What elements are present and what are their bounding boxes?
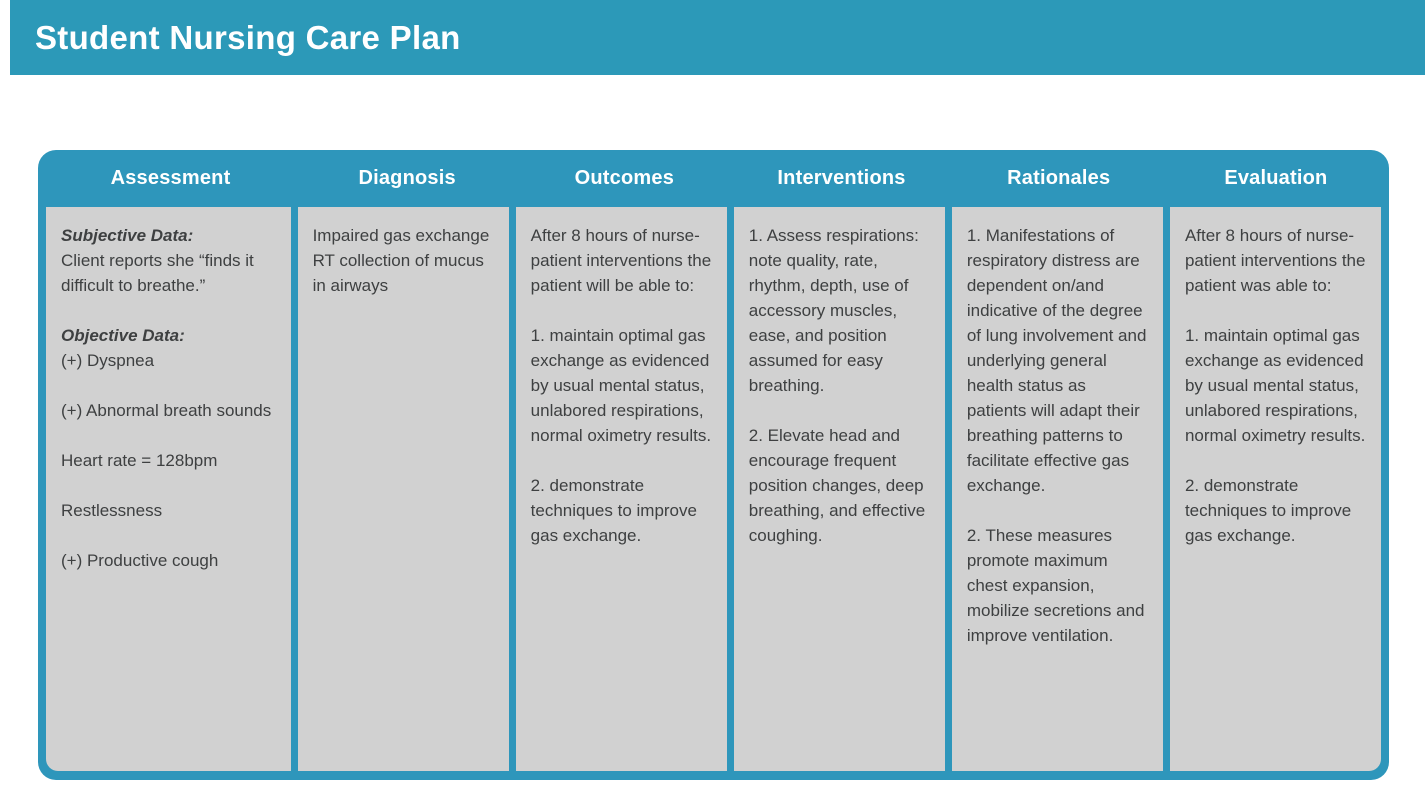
cell-paragraph: Impaired gas exchange RT collection of m… [313,223,494,298]
table-header-row: Assessment Diagnosis Outcomes Interventions… [38,150,1389,207]
paragraph-text: Heart rate = 128bpm [61,451,218,470]
cell-paragraph: 1. maintain optimal gas exchange as evid… [1185,323,1366,448]
cell-paragraph: 2. These measures promote maximum chest … [967,523,1148,648]
paragraph-text: Client reports she “finds it difficult t… [61,251,254,295]
header-cell-assessment: Assessment [110,167,231,189]
cell-paragraph: 2. demonstrate techniques to improve gas… [1185,473,1366,548]
cell-paragraph: (+) Abnormal breath sounds [61,398,276,423]
column-cell-rationales: 1. Manifestations of respiratory distres… [951,207,1163,771]
column-cell-diagnosis: Impaired gas exchange RT collection of m… [297,207,509,771]
page-title: Student Nursing Care Plan [35,18,461,56]
cell-paragraph: 2. Elevate head and encourage frequent p… [749,423,930,548]
paragraph-text: After 8 hours of nurse-patient intervent… [530,226,712,295]
header-cell-evaluation: Evaluation [1224,167,1328,189]
paragraph-text: (+) Dyspnea [61,351,155,370]
header-cell-interventions: Interventions [777,167,906,189]
cell-paragraph: 1. maintain optimal gas exchange as evid… [531,323,712,448]
paragraph-text: 1. Manifestations of respiratory distres… [966,226,1147,495]
title-bar: Student Nursing Care Plan [10,0,1425,75]
paragraph-text: 2. demonstrate techniques to improve gas… [530,476,697,545]
paragraph-text: 2. demonstrate techniques to improve gas… [1184,476,1352,545]
paragraph-text: After 8 hours of nurse-patient intervent… [1184,226,1366,295]
column-cell-interventions: 1. Assess respirations: note quality, ra… [733,207,945,771]
care-plan-table: Assessment Diagnosis Outcomes Interventions… [38,150,1389,780]
table-body-row: Subjective Data: Client reports she “find… [38,207,1389,780]
header-cell-outcomes: Outcomes [574,167,675,189]
cell-paragraph: 1. Assess respirations: note quality, ra… [749,223,930,398]
header-cell-rationales: Rationales [1007,167,1111,189]
paragraph-text: Impaired gas exchange RT collection of m… [312,226,490,295]
paragraph-text: 2. Elevate head and encourage frequent p… [748,426,926,545]
cell-paragraph: Subjective Data: Client reports she “find… [61,223,276,298]
cell-paragraph: Restlessness [61,498,276,523]
column-cell-assessment: Subjective Data: Client reports she “find… [46,207,291,771]
paragraph-label: Subjective Data: [61,226,194,245]
column-cell-evaluation: After 8 hours of nurse-patient intervent… [1169,207,1382,771]
paragraph-text: (+) Productive cough [61,551,219,570]
cell-paragraph: 2. demonstrate techniques to improve gas… [531,473,712,548]
cell-paragraph: 1. Manifestations of respiratory distres… [967,223,1148,498]
cell-paragraph: Heart rate = 128bpm [61,448,276,473]
paragraph-text: 1. Assess respirations: note quality, ra… [748,226,919,395]
cell-paragraph: After 8 hours of nurse-patient intervent… [1185,223,1366,298]
cell-paragraph: Objective Data: (+) Dyspnea [61,323,276,373]
cell-paragraph: After 8 hours of nurse-patient intervent… [531,223,712,298]
paragraph-text: 1. maintain optimal gas exchange as evid… [1184,326,1366,445]
paragraph-label: Objective Data: [61,326,185,345]
paragraph-text: 2. These measures promote maximum chest … [966,526,1145,645]
paragraph-text: (+) Abnormal breath sounds [61,401,272,420]
paragraph-text: Restlessness [61,501,163,520]
paragraph-text: 1. maintain optimal gas exchange as evid… [530,326,712,445]
cell-paragraph: (+) Productive cough [61,548,276,573]
header-cell-diagnosis: Diagnosis [358,167,456,189]
column-cell-outcomes: After 8 hours of nurse-patient intervent… [515,207,727,771]
